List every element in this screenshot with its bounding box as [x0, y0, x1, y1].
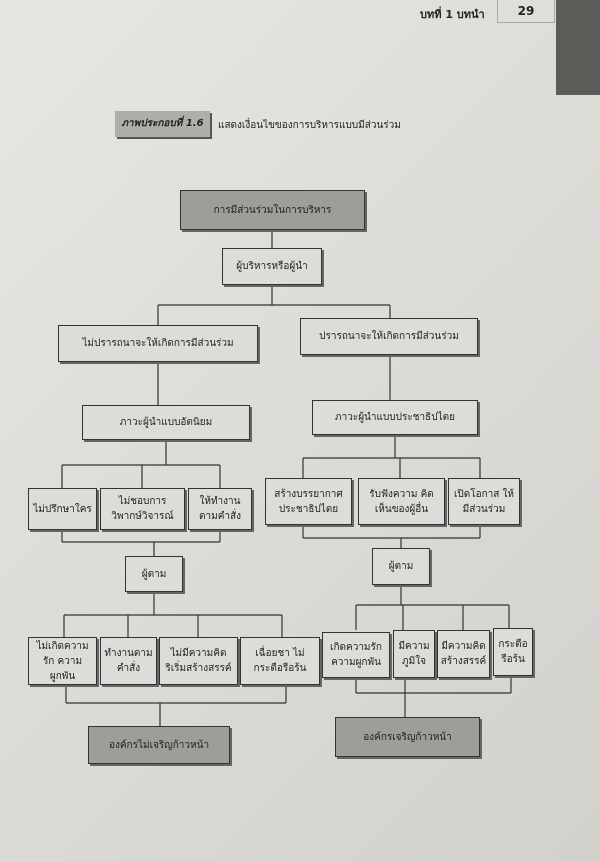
node-left-trait: ไม่ชอบการ วิพากษ์วิจารณ์: [100, 488, 185, 530]
figure-caption: แสดงเงื่อนไขของการบริหารแบบมีส่วนร่วม: [218, 120, 401, 131]
node-leader: ผู้บริหารหรือผู้นำ: [222, 248, 322, 285]
node-right-branch: ปรารถนาจะให้เกิดการมีส่วนร่วม: [300, 318, 478, 355]
node-left-style: ภาวะผู้นำแบบอัตนิยม: [82, 405, 250, 440]
node-left-trait: ให้ทำงาน ตามคำสั่ง: [188, 488, 252, 530]
node-left-outcome: เฉื่อยชา ไม่กระตือรือร้น: [240, 637, 320, 685]
node-right-follower: ผู้ตาม: [372, 548, 430, 585]
node-right-style: ภาวะผู้นำแบบประชาธิปไตย: [312, 400, 478, 435]
node-left-result: องค์กรไม่เจริญก้าวหน้า: [88, 726, 230, 764]
page-number: 29: [497, 0, 555, 23]
node-right-outcome: มีความคิด สร้างสรรค์: [437, 630, 490, 678]
node-right-trait: สร้างบรรยากาศ ประชาธิปไตย: [265, 478, 352, 525]
node-root: การมีส่วนร่วมในการบริหาร: [180, 190, 365, 230]
node-right-result: องค์กรเจริญก้าวหน้า: [335, 717, 480, 757]
page-edge-tab: [556, 0, 600, 95]
node-right-trait: เปิดโอกาส ให้มีส่วนร่วม: [448, 478, 520, 525]
node-left-branch: ไม่ปรารถนาจะให้เกิดการมีส่วนร่วม: [58, 325, 258, 362]
node-left-outcome: ไม่เกิดความรัก ความผูกพัน: [28, 637, 97, 685]
node-right-outcome: มีความ ภูมิใจ: [393, 630, 435, 678]
node-left-outcome: ทำงานตาม คำสั่ง: [100, 637, 157, 685]
node-left-follower: ผู้ตาม: [125, 556, 183, 592]
node-right-trait: รับฟังความ คิดเห็นของผู้อื่น: [358, 478, 445, 525]
node-left-trait: ไม่ปรึกษาใคร: [28, 488, 97, 530]
chapter-header: บทที่ 1 บทนำ: [420, 8, 485, 21]
figure-label: ภาพประกอบที่ 1.6: [115, 111, 210, 137]
node-right-outcome: กระตือ รือร้น: [493, 628, 533, 676]
node-right-outcome: เกิดความรัก ความผูกพัน: [322, 632, 390, 678]
node-left-outcome: ไม่มีความคิด ริเริ่มสร้างสรรค์: [159, 637, 238, 685]
